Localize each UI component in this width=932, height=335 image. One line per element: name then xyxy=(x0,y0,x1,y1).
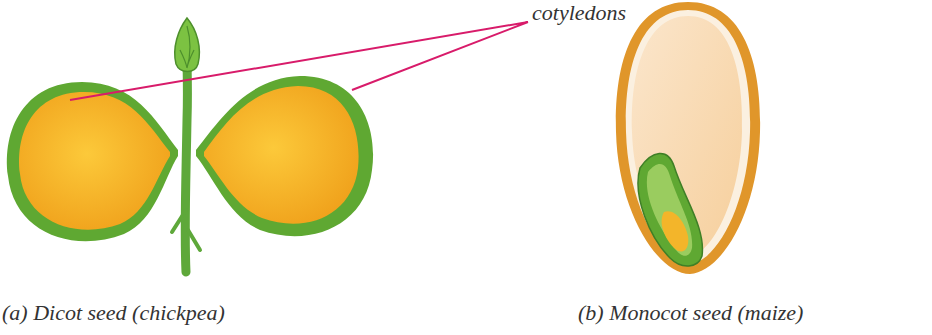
cotyledon xyxy=(204,86,359,224)
seed-coat xyxy=(626,10,750,264)
stem xyxy=(185,60,187,272)
cotyledon xyxy=(7,82,178,241)
cotyledon xyxy=(19,92,170,230)
part-label: cotyledons xyxy=(532,0,626,26)
cotyledon xyxy=(196,76,373,236)
caption: (b) Monocot seed (maize) xyxy=(578,300,803,326)
plumule-leaf xyxy=(180,26,194,68)
embryo xyxy=(638,153,702,266)
embryo-axis xyxy=(662,211,689,251)
seed-coat xyxy=(616,2,760,274)
leader-line xyxy=(70,22,528,100)
caption: (a) Dicot seed (chickpea) xyxy=(2,300,225,326)
root-hair xyxy=(172,210,200,250)
scutellum xyxy=(647,164,692,256)
plumule xyxy=(175,18,200,72)
